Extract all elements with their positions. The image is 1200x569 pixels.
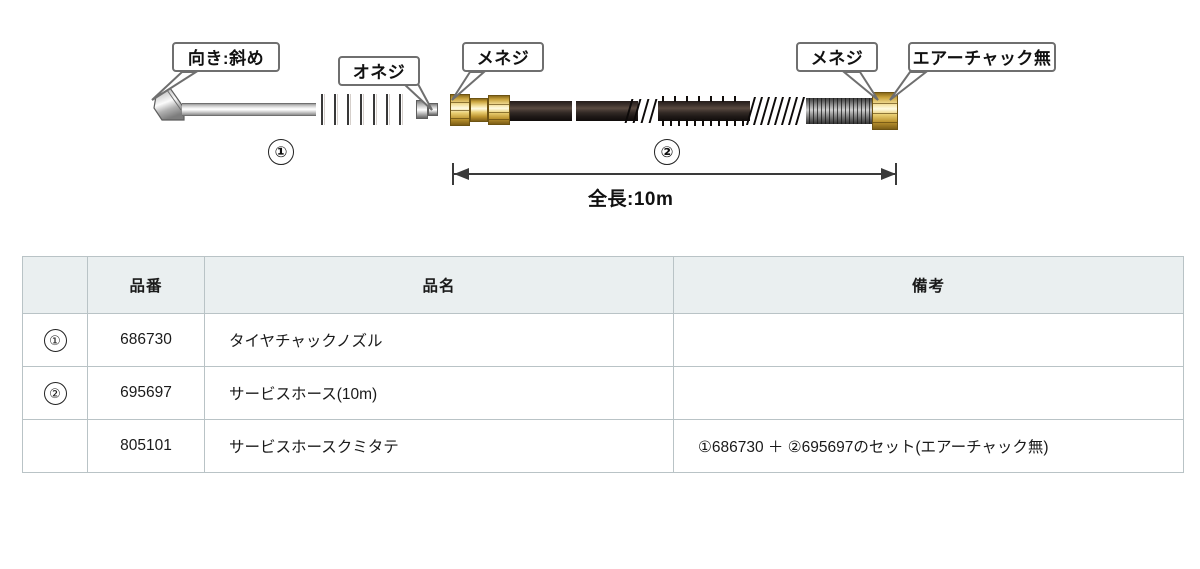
part-marker-2-label: ② [660,144,674,161]
part-marker-2: ② [654,139,680,165]
row-part-number: 695697 [87,366,205,420]
table-row: 805101 サービスホースクミタテ ①686730 ＋ ②695697のセット… [22,419,1184,473]
dimension-arrow-left [454,168,469,180]
hose-segment-3 [658,96,750,126]
row-remarks [673,366,1184,420]
row-part-name: サービスホースクミタテ [204,419,674,473]
hose-coil-section-1 [624,99,658,123]
row-index-marker: ① [43,328,67,352]
row-remarks: ①686730 ＋ ②695697のセット(エアーチャック無) [673,419,1184,473]
row-index-cell: ② [22,366,88,420]
row-part-name: タイヤチャックノズル [204,313,674,367]
header-remarks: 備考 [673,256,1184,314]
header-index [22,256,88,314]
row-index-cell: ① [22,313,88,367]
hose-left-brass-coupler [450,94,470,126]
table-row: ① 686730 タイヤチャックノズル [22,313,1184,367]
part-marker-1-label: ① [274,144,288,161]
hose-left-brass-body [470,98,488,122]
parts-table: 品番 品名 備考 ① 686730 タイヤチャックノズル ② 695697 サー… [22,256,1184,473]
callout-direction-label: 向き:斜め [187,49,265,68]
nozzle-shaft [182,103,316,116]
part-marker-1: ① [268,139,294,165]
hose-segment-2 [576,101,638,121]
dimension-extension-right [895,163,897,185]
callout-no-air-chuck-label: エアーチャック無 [912,49,1052,68]
nozzle-thread-stub [428,103,438,116]
dimension-arrow-right [881,168,896,180]
dimension-extension-left [452,163,454,185]
row-index-marker: ② [43,381,67,405]
hose-right-brass-fitting [872,92,898,130]
callout-direction: 向き:斜め [172,42,280,72]
row-index-cell [22,419,88,473]
dimension-label: 全長:10m [588,189,674,210]
callout-female-thread-right-label: メネジ [810,49,864,68]
table-row: ② 695697 サービスホース(10m) [22,366,1184,420]
table-header-row: 品番 品名 備考 [22,256,1184,314]
callout-female-thread-left-label: メネジ [476,49,530,68]
row-part-number: 805101 [87,419,205,473]
hose-left-brass-collar [488,95,510,125]
callout-female-thread-left: メネジ [462,42,544,72]
row-remarks [673,313,1184,367]
nozzle-male-thread [416,100,428,119]
header-part-number: 品番 [87,256,205,314]
callout-male-thread: オネジ [338,56,420,86]
dimension-bar [454,173,895,175]
hose-corrugated-sleeve [806,98,872,124]
hose-segment-1 [510,101,572,121]
product-diagram: 向き:斜め オネジ メネジ メネジ エアーチャック無 [0,0,1200,245]
hose-coil-section-2 [745,97,806,125]
callout-female-thread-right: メネジ [796,42,878,72]
callout-no-air-chuck: エアーチャック無 [908,42,1056,72]
nozzle-grip [312,94,416,125]
header-part-name: 品名 [204,256,674,314]
callout-male-thread-label: オネジ [352,63,406,82]
row-part-number: 686730 [87,313,205,367]
row-part-name: サービスホース(10m) [204,366,674,420]
